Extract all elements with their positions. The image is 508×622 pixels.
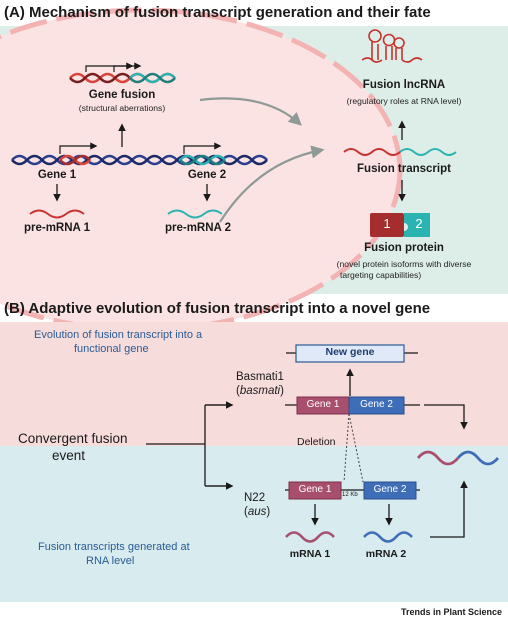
n22-gene2-box [363, 481, 417, 500]
fusion-protein-sublabel-1: (novel protein isoforms with diverse [336, 259, 472, 269]
n22-gene1-box [288, 481, 342, 500]
convergent-label-1: Convergent fusion [18, 431, 128, 446]
pre-mrna1-strand [29, 209, 85, 219]
mrna2-label: mRNA 2 [365, 548, 407, 560]
fusion-lncrna-sublabel: (regulatory roles at RNA level) [346, 96, 462, 106]
chromosome-dna [11, 142, 268, 166]
panel-a-title: (A) Mechanism of fusion transcript gener… [4, 4, 431, 21]
protein-block-1 [370, 213, 404, 237]
fusion-protein-label: Fusion protein [364, 242, 444, 254]
journal-footer: Trends in Plant Science [400, 607, 502, 617]
gene2-label: Gene 2 [187, 169, 227, 181]
mrna1-strand [285, 531, 335, 543]
basmati-group-text: basmati [239, 385, 281, 397]
elbow-arrow-bottom [430, 480, 468, 538]
gene-fusion-sublabel: (structural aberrations) [78, 103, 166, 113]
n22-gene1-label: Gene 1 [298, 484, 332, 495]
deletion-lines [343, 413, 364, 483]
protein-block-1-label: 1 [383, 216, 391, 231]
new-gene-box [295, 344, 405, 363]
fusion-transcript-teal [399, 148, 457, 156]
fusion-transcript-red [343, 148, 401, 156]
basmati-name: Basmati1 [236, 371, 284, 383]
gene-fusion-dna [69, 62, 176, 84]
rna-level-text-1: Fusion transcripts generated at [38, 541, 190, 553]
n22-name: N22 [244, 492, 266, 504]
gap-label: 12 Kb [342, 492, 358, 498]
pre-mrna2-label: pre-mRNA 2 [164, 222, 232, 234]
fused-transcript-pink [416, 450, 460, 466]
elbow-arrow-top [424, 404, 468, 430]
evolution-text-1: Evolution of fusion transcript into a [34, 329, 203, 341]
new-gene-label: New gene [325, 346, 375, 358]
pre-mrna1-label: pre-mRNA 1 [23, 222, 91, 234]
basmati-gene2-label: Gene 2 [360, 399, 393, 410]
fusion-transcript-label: Fusion transcript [357, 163, 451, 175]
gene1-label: Gene 1 [37, 169, 77, 181]
convergent-branch [146, 404, 230, 487]
panel-b-teal-band [0, 446, 508, 602]
basmati-gene2-box [348, 396, 405, 415]
gene-fusion-label: Gene fusion [88, 89, 156, 101]
evolution-text-2: functional gene [74, 343, 149, 355]
n22-group-text: aus [247, 506, 267, 518]
lncrna-hairpin [361, 29, 423, 63]
fused-transcript-blue [456, 450, 500, 466]
basmati-gene1-label: Gene 1 [306, 399, 340, 410]
rna-level-text-2: RNA level [86, 555, 135, 567]
grey-arrow-bottom [219, 145, 325, 223]
convergent-label-2: event [52, 448, 86, 463]
n22-group: (aus) [244, 506, 271, 518]
basmati-group: (basmati) [236, 385, 284, 397]
mrna2-strand [363, 531, 413, 543]
panel-b-pink-band [0, 322, 508, 446]
mrna1-label: mRNA 1 [289, 548, 331, 560]
deletion-label: Deletion [297, 436, 336, 448]
grey-arrow-top [199, 97, 302, 126]
n22-gene2-label: Gene 2 [373, 484, 407, 495]
protein-block-2 [404, 213, 430, 237]
pre-mrna2-strand [167, 209, 223, 219]
cell-outline [0, 7, 403, 333]
fusion-lncrna-label: Fusion lncRNA [362, 79, 446, 91]
fusion-protein-sublabel-2: targeting capabilities) [340, 270, 422, 280]
panel-b-title: (B) Adaptive evolution of fusion transcr… [4, 300, 431, 317]
protein-block-2-label: 2 [415, 216, 423, 231]
